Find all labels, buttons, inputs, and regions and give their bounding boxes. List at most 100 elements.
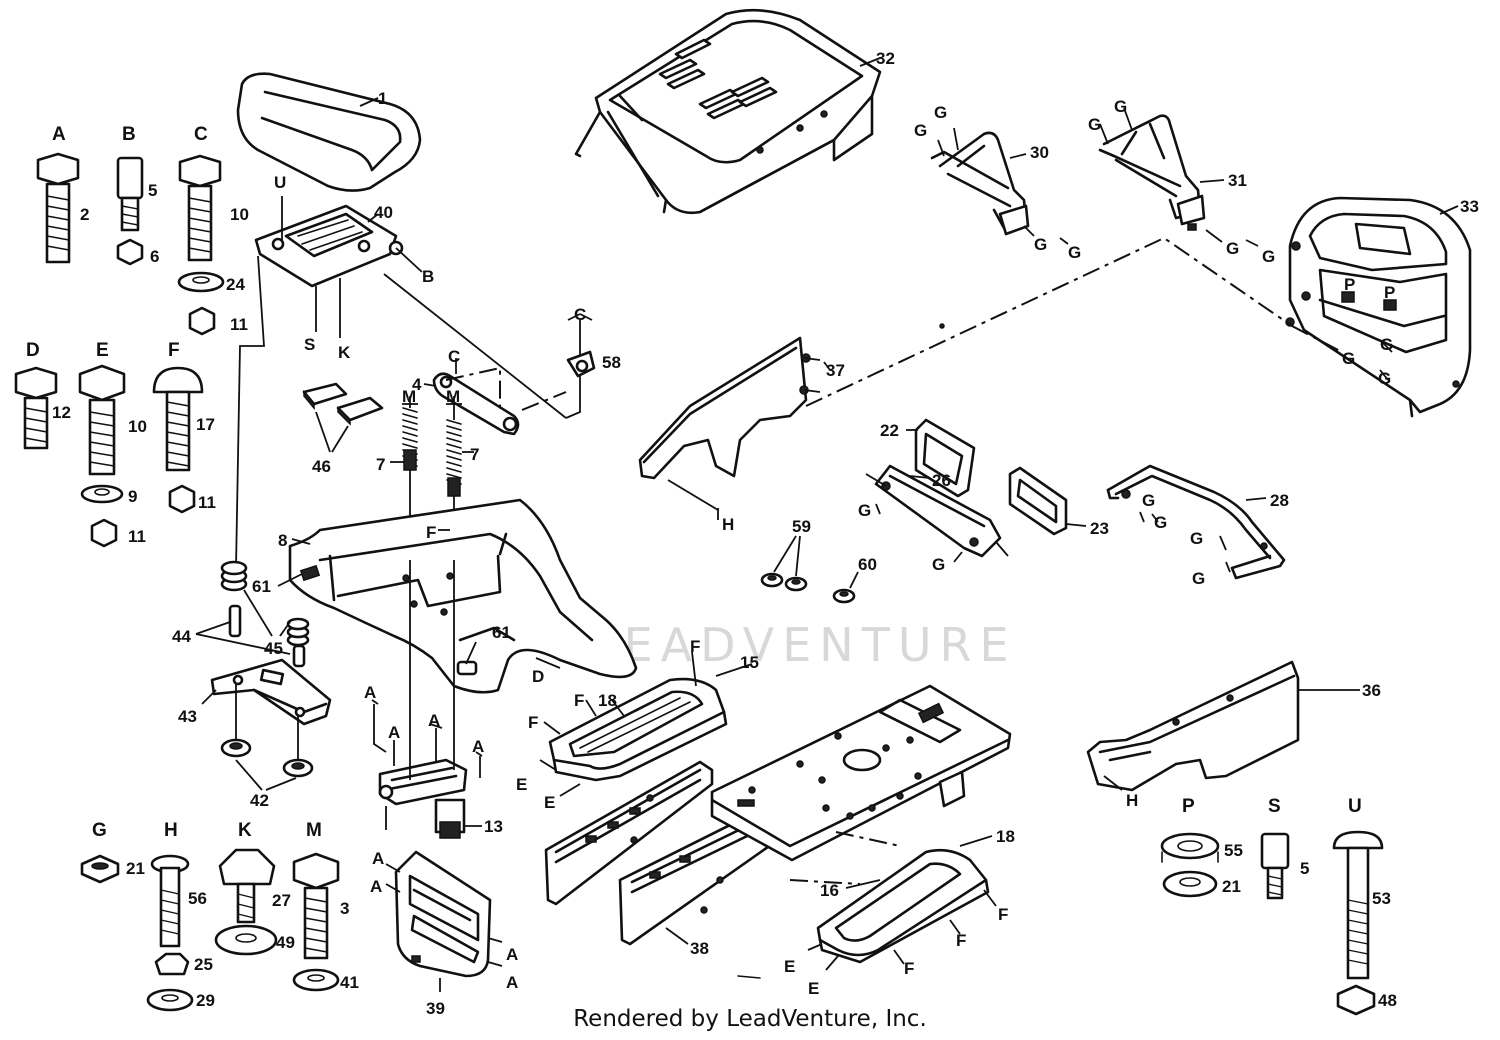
- callout-31: 31: [1228, 171, 1247, 190]
- callout-21b: 21: [1222, 877, 1241, 896]
- bolt-s: [1260, 832, 1290, 900]
- conn-g13: G: [932, 555, 945, 574]
- bolt-b: [116, 156, 144, 266]
- callout-9: 9: [128, 487, 137, 506]
- bracket-28: [1106, 464, 1286, 580]
- fender-8: [277, 498, 638, 694]
- conn-g7: G: [1226, 239, 1239, 258]
- callout-37: 37: [826, 361, 845, 380]
- bracket-31: [1098, 107, 1259, 247]
- conn-g6: G: [1114, 97, 1127, 116]
- callout-23: 23: [1090, 519, 1109, 538]
- conn-g12: G: [858, 501, 871, 520]
- callout-24: 24: [226, 275, 245, 294]
- bracket-23: [1008, 466, 1087, 536]
- conn-g2: G: [934, 103, 947, 122]
- speck: [939, 323, 945, 329]
- conn-f6: F: [904, 959, 914, 978]
- callout-2: 2: [80, 205, 89, 224]
- bolt-f: [152, 366, 204, 514]
- hood-vents: [658, 38, 778, 120]
- conn-a7: A: [506, 945, 518, 964]
- conn-p2: P: [1384, 283, 1395, 302]
- grommets-59-60: [760, 535, 859, 604]
- callout-11a: 11: [230, 315, 248, 334]
- letter-d: D: [26, 340, 40, 361]
- callout-42: 42: [250, 791, 269, 810]
- callout-58: 58: [602, 353, 621, 372]
- front-plate-39: [385, 850, 503, 992]
- knob-k: [214, 848, 278, 956]
- callout-59: 59: [792, 517, 811, 536]
- routing-line: [383, 273, 567, 419]
- letter-k: K: [238, 820, 252, 841]
- letter-m: M: [306, 820, 322, 841]
- conn-a6: A: [370, 877, 382, 896]
- bracket-13: [371, 560, 483, 839]
- conn-g4: G: [1068, 243, 1081, 262]
- callout-15: 15: [740, 653, 759, 672]
- conn-s: S: [304, 335, 315, 354]
- side-panel-36: [1086, 660, 1360, 792]
- conn-k: K: [338, 343, 351, 362]
- bracket-4: [423, 358, 520, 436]
- conn-p1: P: [1344, 275, 1355, 294]
- conn-g10: G: [1380, 335, 1393, 354]
- conn-g15: G: [1154, 513, 1167, 532]
- callout-10b: 10: [128, 417, 147, 436]
- conn-d: D: [532, 667, 544, 686]
- callout-55: 55: [1224, 841, 1243, 860]
- letter-c: C: [194, 124, 208, 145]
- callout-41: 41: [340, 973, 359, 992]
- conn-g14: G: [1142, 491, 1155, 510]
- conn-a2: A: [388, 723, 400, 742]
- callout-45: 45: [264, 639, 283, 658]
- callout-4: 4: [412, 375, 422, 394]
- conn-c: C: [574, 305, 586, 324]
- callout-33: 33: [1460, 197, 1479, 216]
- bolt-m: [292, 852, 340, 992]
- grille-33: [1285, 196, 1472, 418]
- callout-7a: 7: [376, 455, 385, 474]
- conn-a4: A: [472, 737, 484, 756]
- callout-61a: 61: [252, 577, 271, 596]
- letter-u: U: [1348, 796, 1362, 817]
- letter-a: A: [52, 124, 66, 145]
- callout-60: 60: [858, 555, 877, 574]
- conn-e4: E: [808, 979, 819, 998]
- letter-f: F: [168, 340, 180, 361]
- conn-u: U: [274, 173, 286, 192]
- callout-53: 53: [1372, 889, 1391, 908]
- callout-36: 36: [1362, 681, 1381, 700]
- speck: [737, 975, 761, 979]
- callout-5a: 5: [148, 181, 157, 200]
- connection-letters: U B S K C C M M F D A A A A A A A A F F …: [274, 97, 1395, 998]
- pads: [302, 382, 384, 453]
- spacer-44: [195, 604, 306, 668]
- conn-h2: H: [1126, 791, 1138, 810]
- conn-h1: H: [722, 515, 734, 534]
- letter-p: P: [1182, 796, 1195, 817]
- callout-13: 13: [484, 817, 503, 836]
- callout-44: 44: [172, 627, 191, 646]
- callout-22: 22: [880, 421, 899, 440]
- conn-m: M: [402, 387, 416, 406]
- seat: [236, 72, 422, 192]
- hood-32: [574, 8, 882, 215]
- conn-f: F: [426, 523, 436, 542]
- bolt-e: [78, 364, 126, 548]
- conn-g11: G: [1378, 369, 1391, 388]
- seat-spring-45: [220, 560, 310, 647]
- bolt-a: [36, 152, 80, 264]
- letter-s: S: [1268, 796, 1281, 817]
- conn-g5: G: [1088, 115, 1101, 134]
- callout-56: 56: [188, 889, 207, 908]
- callout-39: 39: [426, 999, 445, 1018]
- nut-g: [80, 854, 120, 884]
- bracket-22: [906, 418, 976, 498]
- dashed-route-2: [805, 236, 1343, 407]
- conn-f1: F: [690, 637, 700, 656]
- seat-bracket-43: [201, 658, 332, 762]
- callout-16: 16: [820, 881, 839, 900]
